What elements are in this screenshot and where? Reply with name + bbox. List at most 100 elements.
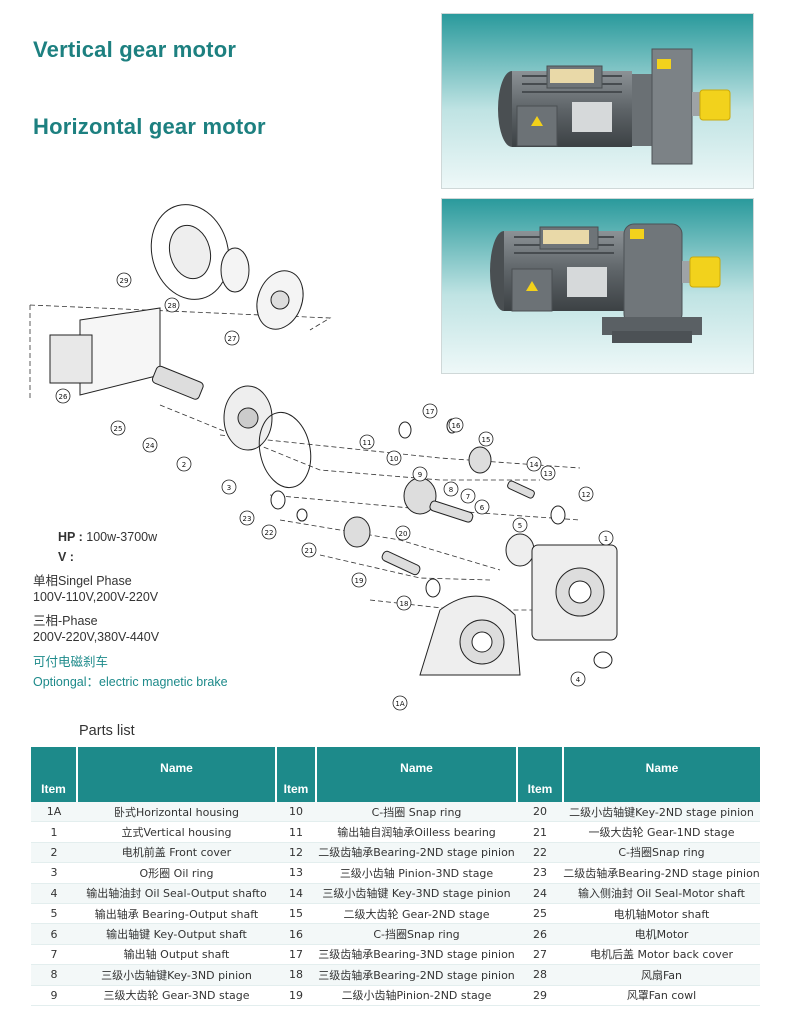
item-number-cell: 4: [31, 883, 77, 904]
item-number-cell: 9: [31, 985, 77, 1006]
callout-label-6: 2: [182, 461, 186, 469]
item-number-cell: 6: [31, 923, 77, 945]
callout-label-28: 23: [243, 515, 252, 523]
callout-label-21: 16: [452, 422, 461, 430]
column-header-name: Name: [77, 747, 277, 802]
part-name-cell: 二级大齿轮 Gear-2ND stage: [316, 903, 517, 925]
callout-label-10: 5: [518, 522, 522, 530]
callout-label-16: 11: [363, 439, 372, 447]
part-name-cell: 二级小齿轴Pinion-2ND stage: [316, 985, 517, 1006]
part-name-cell: 电机前盖 Front cover: [77, 842, 276, 864]
title-horizontal-gear-motor: Horizontal gear motor: [33, 114, 266, 139]
item-number-cell: 14: [276, 883, 316, 904]
callout-label-24: 19: [355, 577, 364, 585]
callout-label-12: 7: [466, 493, 470, 501]
part-name-cell: 风罩Fan cowl: [563, 985, 760, 1006]
hp-value: 100w-3700w: [86, 530, 158, 544]
item-number-cell: 5: [31, 903, 77, 925]
item-number-cell: 11: [276, 821, 316, 843]
callout-label-22: 17: [426, 408, 435, 416]
callout-label-13: 8: [449, 486, 453, 494]
hp-spec: HP : 100w-3700w: [58, 530, 157, 544]
item-number-cell: 1A: [31, 802, 77, 823]
item-number-cell: 12: [276, 842, 316, 864]
part-name-cell: 输出轴承 Bearing-Output shaft: [77, 903, 276, 925]
part-name-cell: 三级大齿轮 Gear-3ND stage: [77, 985, 276, 1006]
part-name-cell: 三级小齿轴键 Key-3ND stage pinion: [316, 883, 517, 904]
callout-label-27: 22: [265, 529, 274, 537]
part-name-cell: 输入侧油封 Oil Seal-Motor shaft: [563, 883, 760, 904]
brake-option-cn: 可付电磁刹车: [33, 655, 109, 669]
callout-label-2: 27: [228, 335, 237, 343]
callout-label-14: 9: [418, 471, 422, 479]
part-name-cell: C-挡圈Snap ring: [316, 923, 517, 945]
item-number-cell: 18: [276, 964, 316, 986]
item-number-cell: 10: [276, 802, 316, 823]
callout-label-5: 24: [146, 442, 155, 450]
single-phase-voltage: 100V-110V,200V-220V: [33, 590, 159, 604]
single-phase-label: 单相Singel Phase: [33, 574, 132, 588]
part-name-cell: 输出轴 Output shaft: [77, 944, 276, 966]
column-header-item: Item: [276, 747, 317, 802]
vertical-gear-motor-photo: [441, 13, 754, 189]
callout-label-26: 21: [305, 547, 314, 555]
callout-label-18: 13: [544, 470, 553, 478]
column-header-item: Item: [517, 747, 564, 802]
item-number-cell: 15: [276, 903, 316, 925]
item-number-cell: 3: [31, 862, 77, 884]
callout-label-4: 25: [114, 425, 123, 433]
voltage-label: V :: [58, 550, 74, 564]
item-number-cell: 29: [517, 985, 563, 1006]
item-number-cell: 21: [517, 821, 563, 843]
part-name-cell: 风扇Fan: [563, 964, 760, 986]
three-phase-label: 三相-Phase: [33, 614, 98, 628]
part-name-cell: O形圈 Oil ring: [77, 862, 276, 884]
callout-label-17: 12: [582, 491, 591, 499]
item-number-cell: 20: [517, 802, 563, 823]
item-number-cell: 23: [517, 862, 563, 884]
part-name-cell: C-挡圈Snap ring: [563, 842, 760, 864]
item-number-cell: 2: [31, 842, 77, 864]
item-number-cell: 16: [276, 923, 316, 945]
part-name-cell: 输出轴自润轴承Oilless bearing: [316, 821, 517, 843]
callout-label-0: 29: [120, 277, 129, 285]
item-number-cell: 24: [517, 883, 563, 904]
part-name-cell: 电机后盖 Motor back cover: [563, 944, 760, 966]
parts-table-header: Item Name Item Name Item Name: [31, 747, 760, 802]
column-header-item: Item: [31, 747, 78, 802]
part-name-cell: 电机轴Motor shaft: [563, 903, 760, 925]
callout-label-8: 1A: [395, 700, 404, 708]
item-number-cell: 26: [517, 923, 563, 945]
part-name-cell: 立式Vertical housing: [77, 821, 276, 843]
part-name-cell: 二级齿轴承Bearing-2ND stage pinion: [563, 862, 760, 884]
item-number-cell: 8: [31, 964, 77, 986]
part-name-cell: 二级小齿轴键Key-2ND stage pinion: [563, 802, 760, 823]
item-number-cell: 25: [517, 903, 563, 925]
item-number-cell: 1: [31, 821, 77, 843]
item-number-cell: 13: [276, 862, 316, 884]
callout-label-3: 26: [59, 393, 68, 401]
parts-list-heading: Parts list: [79, 723, 135, 739]
callout-label-19: 14: [530, 461, 539, 469]
callout-label-7: 3: [227, 484, 231, 492]
callout-label-1: 28: [168, 302, 177, 310]
part-name-cell: 三级小齿轴键Key-3ND pinion: [77, 964, 276, 986]
part-name-cell: 三级小齿轴 Pinion-3ND stage: [316, 862, 517, 884]
item-number-cell: 22: [517, 842, 563, 864]
part-name-cell: 二级齿轴承Bearing-2ND stage pinion: [316, 842, 517, 864]
title-vertical-gear-motor: Vertical gear motor: [33, 37, 237, 62]
part-name-cell: 三级齿轴承Bearing-3ND stage pinion: [316, 944, 517, 966]
item-number-cell: 28: [517, 964, 563, 986]
brake-option-en: Optiongal：electric magnetic brake: [33, 675, 228, 689]
part-name-cell: 电机Motor: [563, 923, 760, 945]
part-name-cell: 输出轴键 Key-Output shaft: [77, 923, 276, 945]
column-header-name: Name: [563, 747, 760, 802]
